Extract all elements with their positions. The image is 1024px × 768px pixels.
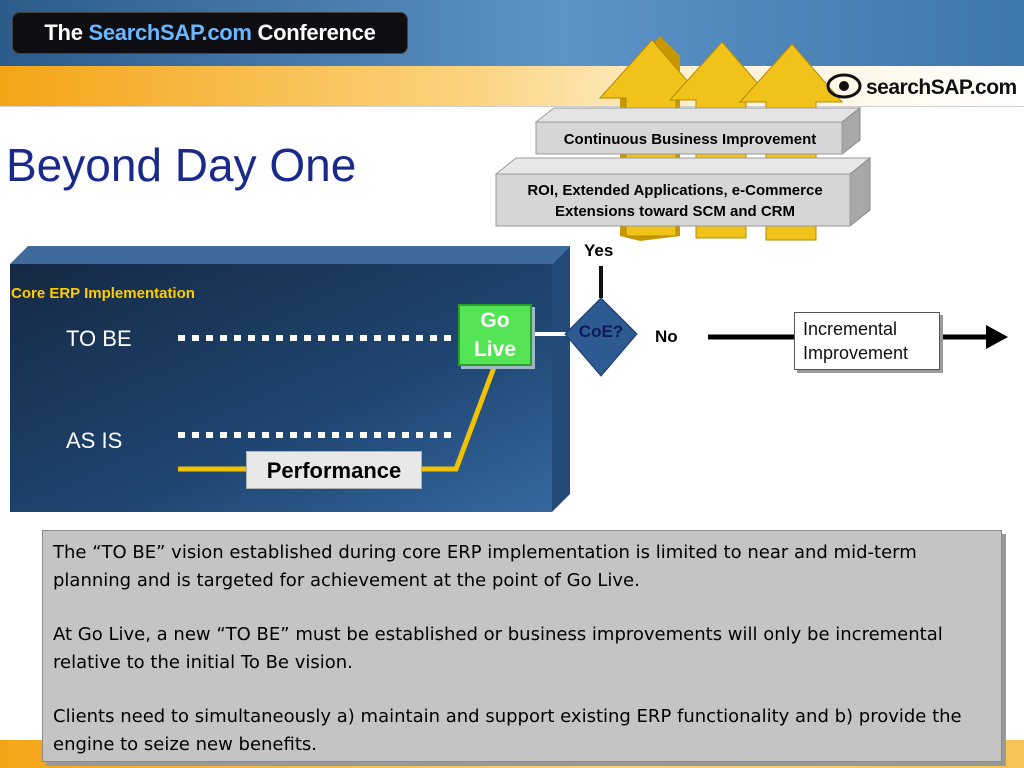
go-live-line-2: Live [473,338,517,361]
decision-diamond [564,297,638,377]
go-live-line-1: Go [480,309,510,332]
header-divider [0,106,1024,109]
conference-title-part: SAP.com [160,20,252,45]
coe-decision-label: CoE? [578,322,624,341]
explanation-paragraph-2: At Go Live, a new “TO BE” must be establ… [53,624,943,673]
conference-title: The SearchSAP.com Conference [12,12,408,54]
continuous-improvement-box [534,106,862,156]
continuous-improvement-label: Continuous Business Improvement [563,131,817,148]
arrow-right-icon [986,325,1008,349]
header-accent-band [0,66,1024,106]
eye-logo-icon [826,73,862,99]
as-is-label: AS IS [66,428,123,453]
to-be-label: TO BE [66,326,132,351]
incremental-line-2: Improvement [803,343,909,363]
page-title: Beyond Day One [6,139,357,191]
incremental-line-1: Incremental [803,319,898,339]
explanation-paragraph-1: The “TO BE” vision established during co… [53,542,917,591]
roi-line-1: ROI, Extended Applications, e-Commerce [527,182,823,199]
conference-title-part: Conference [251,20,376,45]
conference-title-part: The [44,20,89,45]
conference-title-part: Search [88,20,161,45]
yes-label: Yes [584,241,614,260]
core-erp-label: Core ERP Implementation [11,285,195,302]
conference-banner [12,12,408,54]
explanation-paragraph-3: Clients need to simultaneously a) mainta… [53,706,962,755]
performance-line-rise [422,361,499,472]
roi-extensions-box [494,156,872,228]
explanation-textbox: The “TO BE” vision established during co… [42,530,1002,762]
performance-box: Performance [246,451,422,489]
roi-line-2: Extensions toward SCM and CRM [554,203,796,220]
no-label: No [655,327,678,346]
brand-logo-text: searchSAP.com [866,76,1017,99]
